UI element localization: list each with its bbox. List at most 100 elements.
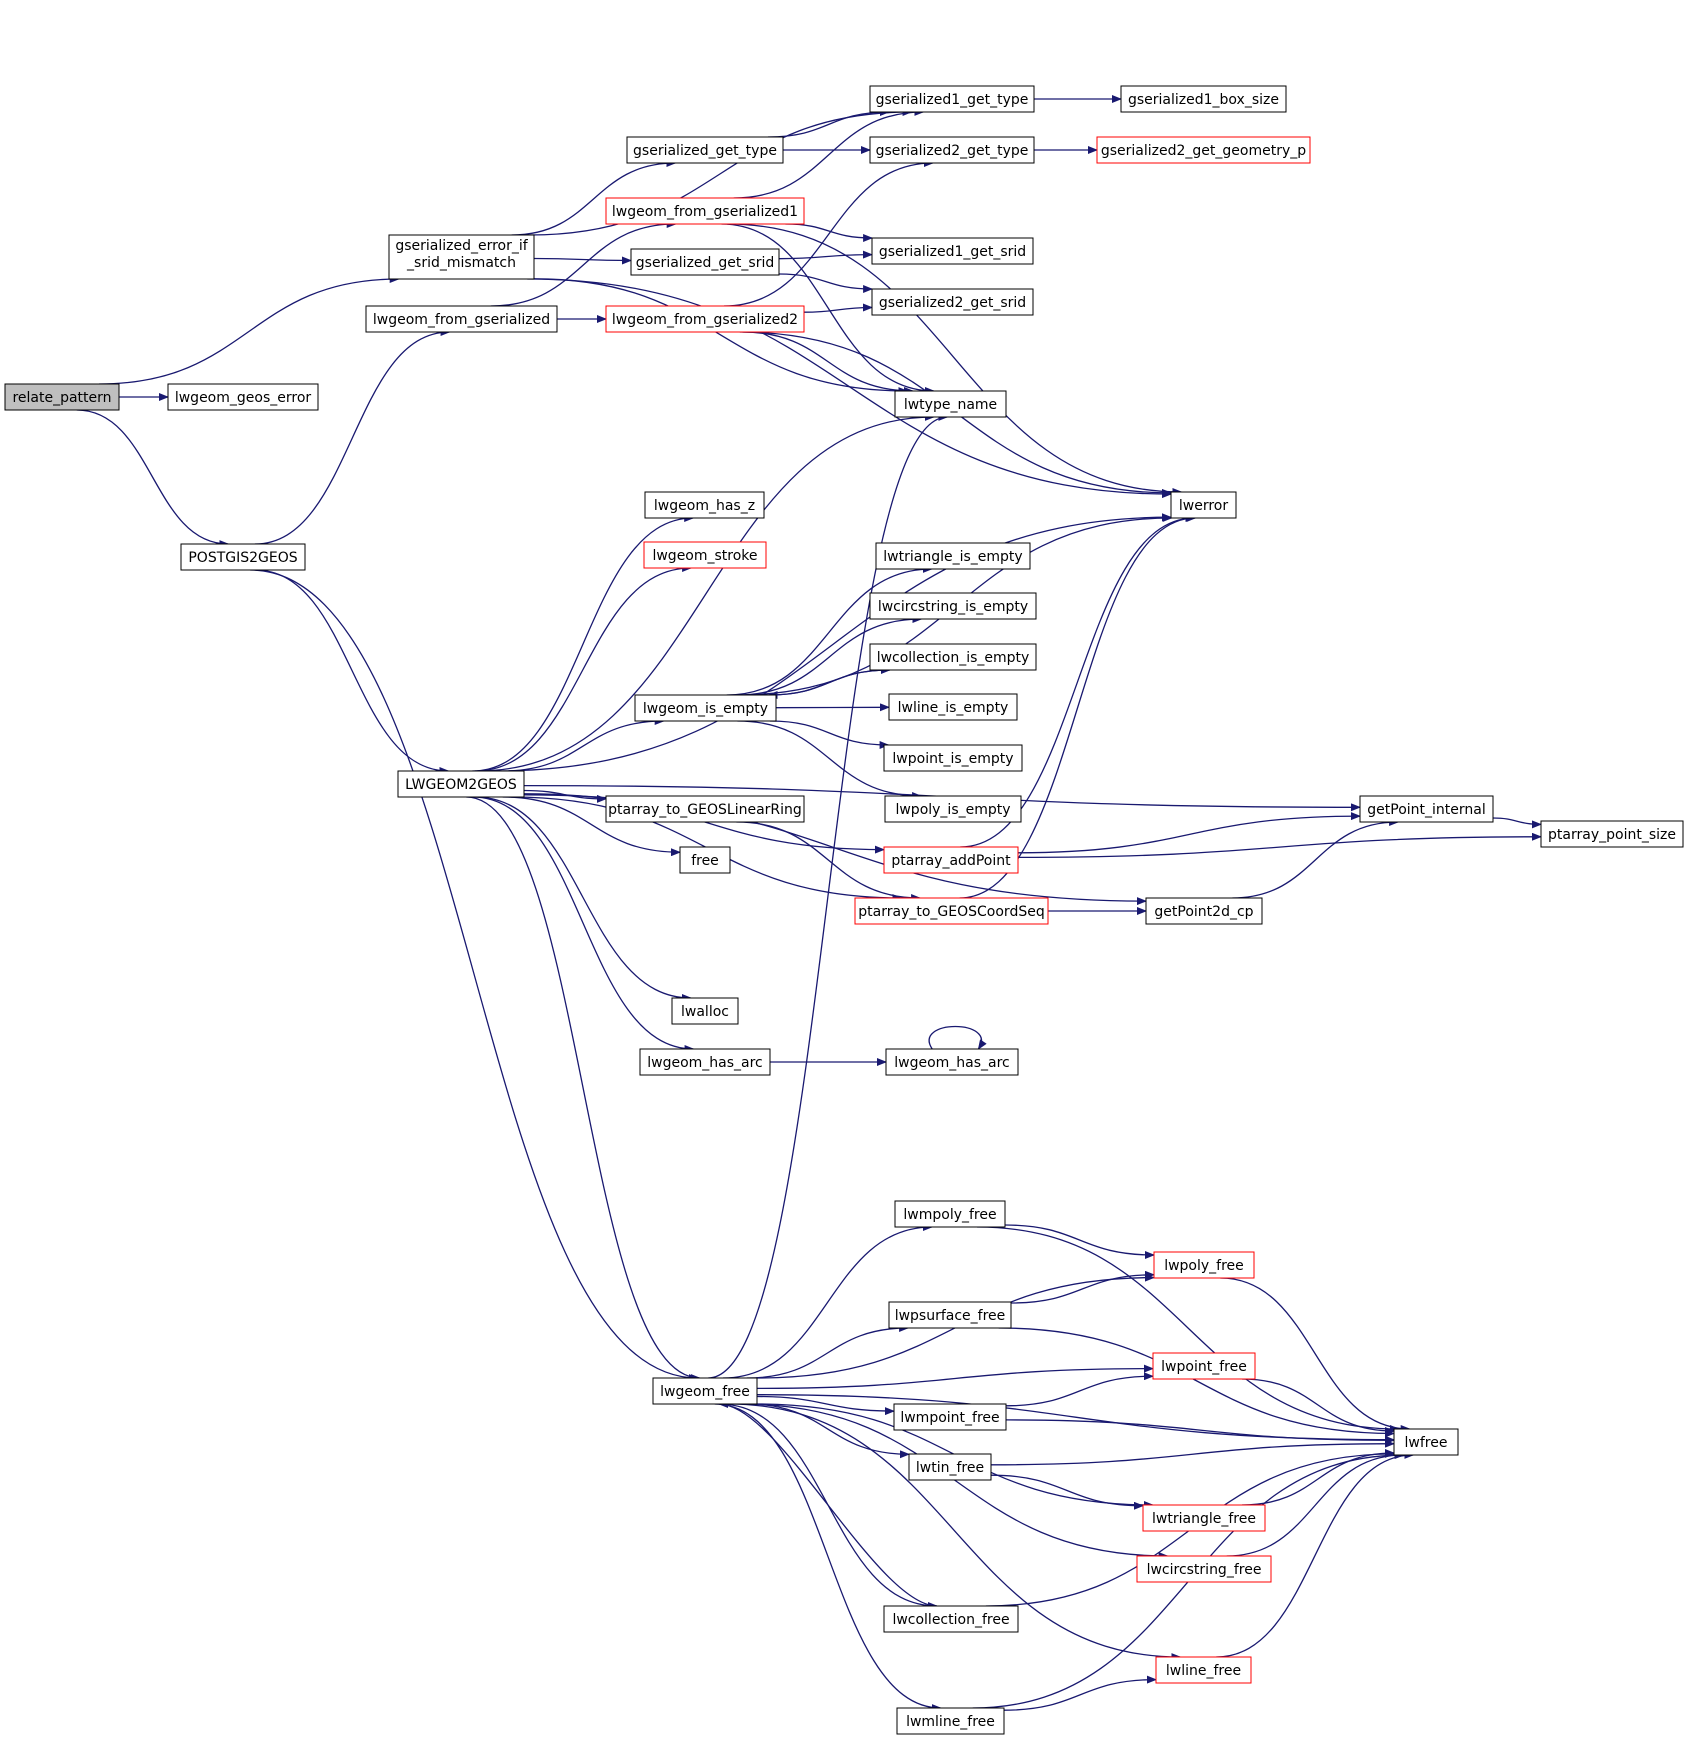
node-relate_pattern[interactable]: relate_pattern	[4, 383, 120, 411]
edge-getPoint2d_cp-to-getPoint_internal	[1232, 818, 1400, 899]
edge-lwgeom_free-to-lwmline_free	[714, 1403, 942, 1712]
node-lwtype_name[interactable]: lwtype_name	[894, 390, 1007, 418]
node-lwtriangle_is_empty[interactable]: lwtriangle_is_empty	[875, 542, 1031, 570]
node-lwfree[interactable]: lwfree	[1393, 1428, 1459, 1456]
node-box	[893, 1403, 1007, 1431]
edge-lwgeom_free-to-lwline_free	[728, 1403, 1182, 1661]
node-label: POSTGIS2GEOS	[188, 550, 297, 566]
node-lwpoly_free[interactable]: lwpoly_free	[1153, 1251, 1255, 1279]
node-box	[883, 1605, 1019, 1633]
node-lwcircstring_free[interactable]: lwcircstring_free	[1136, 1555, 1272, 1583]
node-getPoint_internal[interactable]: getPoint_internal	[1359, 795, 1494, 823]
edge-lwgeom_free-to-lwmpoint_free	[756, 1395, 895, 1416]
node-label: gserialized2_get_srid	[879, 295, 1026, 311]
edge-lwgeom_from_gserialized2-to-gserialized2_get_type	[723, 159, 934, 307]
edge-LWGEOM2GEOS-to-lwgeom_has_z	[472, 514, 695, 772]
edge-LWGEOM2GEOS-to-lwgeom_is_empty	[502, 717, 665, 772]
node-gserialized1_get_type[interactable]: gserialized1_get_type	[869, 85, 1035, 113]
node-lwtin_free[interactable]: lwtin_free	[908, 1453, 992, 1481]
node-lwmline_free[interactable]: lwmline_free	[896, 1707, 1005, 1735]
node-label: lwcircstring_free	[1147, 1562, 1262, 1578]
node-lwpoly_is_empty[interactable]: lwpoly_is_empty	[884, 795, 1022, 823]
node-gserialized2_get_srid[interactable]: gserialized2_get_srid	[871, 288, 1034, 316]
node-label: ptarray_addPoint	[891, 853, 1011, 869]
node-lwgeom_stroke[interactable]: lwgeom_stroke	[643, 541, 767, 569]
node-gserialized_get_srid[interactable]: gserialized_get_srid	[630, 248, 780, 276]
node-lwpoint_free[interactable]: lwpoint_free	[1152, 1352, 1256, 1380]
node-box	[908, 1453, 992, 1481]
edge-lwgeom_is_empty-to-lwtriangle_is_empty	[726, 565, 933, 696]
edge-ptarray_addPoint-to-getPoint_internal	[1017, 812, 1361, 854]
node-box	[365, 305, 558, 333]
node-box	[652, 1377, 758, 1405]
node-lwcircstring_is_empty[interactable]: lwcircstring_is_empty	[869, 592, 1037, 620]
edge-lwcollection_is_empty-to-lwgeom_is_empty	[767, 669, 890, 699]
nodes: relate_pattern lwgeom_geos_errorPOSTGIS2G…	[4, 85, 1684, 1735]
edge-lwgeom_free-to-lwtype_name	[708, 413, 949, 1379]
node-label: gserialized1_box_size	[1128, 92, 1279, 108]
node-label: relate_pattern	[12, 390, 111, 406]
edge-lwline_free-to-lwfree	[1216, 1451, 1415, 1658]
edge-lwmpoly_free-to-lwfree	[977, 1226, 1400, 1433]
node-ptarray_addPoint[interactable]: ptarray_addPoint	[883, 846, 1019, 874]
node-box	[869, 136, 1035, 164]
node-gserialized_error_if_srid_mismatch[interactable]: gserialized_error_if_srid_mismatch	[388, 234, 535, 280]
edge-gserialized_error_if_srid_mismatch-to-gserialized_get_srid	[533, 256, 632, 265]
node-box	[4, 383, 120, 411]
node-lwpoint_is_empty[interactable]: lwpoint_is_empty	[883, 744, 1023, 772]
node-gserialized2_get_type[interactable]: gserialized2_get_type	[869, 136, 1035, 164]
node-lwmpoly_free[interactable]: lwmpoly_free	[894, 1200, 1006, 1228]
edge-lwcircstring_free-to-lwfree	[1226, 1451, 1405, 1557]
node-POSTGIS2GEOS[interactable]: POSTGIS2GEOS	[180, 543, 306, 571]
node-free[interactable]: free	[679, 846, 731, 874]
node-ptarray_to_GEOSLinearRing[interactable]: ptarray_to_GEOSLinearRing	[605, 795, 805, 823]
node-label: lwtriangle_free	[1152, 1511, 1256, 1527]
node-lwtriangle_free[interactable]: lwtriangle_free	[1142, 1504, 1266, 1532]
node-lwerror[interactable]: lwerror	[1170, 491, 1237, 519]
node-ptarray_point_size[interactable]: ptarray_point_size	[1540, 820, 1684, 848]
node-getPoint2d_cp[interactable]: getPoint2d_cp	[1145, 897, 1263, 925]
node-box	[1393, 1428, 1459, 1456]
node-gserialized1_box_size[interactable]: gserialized1_box_size	[1120, 85, 1287, 113]
node-lwmpoint_free[interactable]: lwmpoint_free	[893, 1403, 1007, 1431]
node-label: gserialized2_get_geometry_p	[1101, 143, 1306, 159]
node-lwline_free[interactable]: lwline_free	[1155, 1656, 1252, 1684]
edge-lwcollection_free-to-lwgeom_free	[718, 1400, 938, 1607]
node-lwgeom_geos_error[interactable]: lwgeom_geos_error	[167, 383, 319, 411]
edge-gserialized_get_srid-to-gserialized2_get_srid	[778, 273, 874, 293]
node-lwgeom_is_empty[interactable]: lwgeom_is_empty	[634, 694, 777, 722]
node-box	[884, 795, 1022, 823]
node-lwgeom_free[interactable]: lwgeom_free	[652, 1377, 758, 1405]
node-box	[894, 1200, 1006, 1228]
node-gserialized_get_type[interactable]: gserialized_get_type	[626, 136, 784, 164]
node-lwline_is_empty[interactable]: lwline_is_empty	[888, 693, 1018, 721]
node-box	[1096, 136, 1311, 164]
edge-lwpoint_free-to-lwfree	[1241, 1378, 1395, 1435]
node-box	[605, 197, 805, 225]
node-lwgeom_from_gserialized2[interactable]: lwgeom_from_gserialized2	[605, 305, 805, 333]
edge-lwtin_free-to-lwfree	[990, 1439, 1395, 1466]
node-label: gserialized1_get_srid	[879, 244, 1026, 260]
node-lwcollection_is_empty[interactable]: lwcollection_is_empty	[869, 643, 1037, 671]
node-label: lwpoly_free	[1164, 1258, 1244, 1274]
node-lwgeom_has_arc_2[interactable]: lwgeom_has_arc	[885, 1048, 1019, 1076]
node-label: lwtin_free	[916, 1460, 984, 1476]
node-LWGEOM2GEOS[interactable]: LWGEOM2GEOS	[397, 770, 525, 798]
node-gserialized2_get_geometry_p[interactable]: gserialized2_get_geometry_p	[1096, 136, 1311, 164]
node-box	[1136, 1555, 1272, 1583]
node-box	[896, 1707, 1005, 1735]
node-box	[1152, 1352, 1256, 1380]
edge-lwgeom_is_empty-to-lwpoint_is_empty	[769, 720, 890, 749]
node-lwcollection_free[interactable]: lwcollection_free	[883, 1605, 1019, 1633]
node-box	[869, 643, 1037, 671]
edge-lwgeom_free-to-lwmpoly_free	[722, 1223, 933, 1379]
node-lwalloc[interactable]: lwalloc	[671, 997, 739, 1025]
node-lwgeom_has_arc_1[interactable]: lwgeom_has_arc	[639, 1048, 771, 1076]
node-ptarray_to_GEOSCoordSeq[interactable]: ptarray_to_GEOSCoordSeq	[854, 897, 1049, 925]
edge-getPoint_internal-to-ptarray_point_size	[1492, 817, 1542, 829]
node-lwgeom_from_gserialized[interactable]: lwgeom_from_gserialized	[365, 305, 558, 333]
node-gserialized1_get_srid[interactable]: gserialized1_get_srid	[871, 237, 1034, 265]
node-lwgeom_from_gserialized1[interactable]: lwgeom_from_gserialized1	[605, 197, 805, 225]
node-lwpsurface_free[interactable]: lwpsurface_free	[888, 1301, 1012, 1329]
node-lwgeom_has_z[interactable]: lwgeom_has_z	[644, 491, 765, 519]
